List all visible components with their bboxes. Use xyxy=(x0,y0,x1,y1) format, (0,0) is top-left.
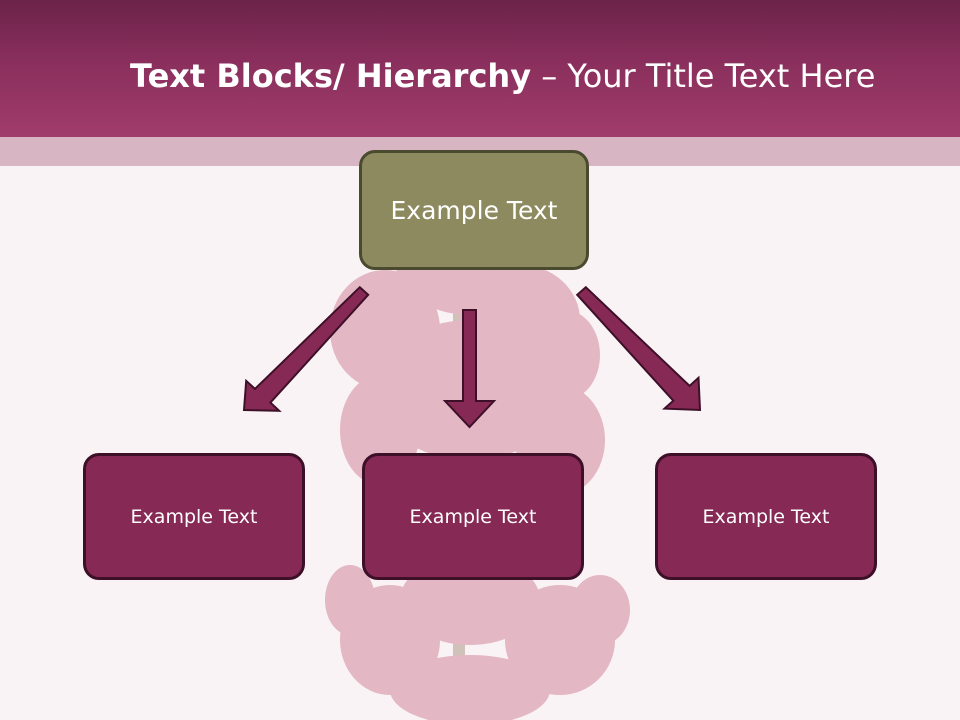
arrow-down-right-icon xyxy=(575,285,702,412)
child-box-label: Example Text xyxy=(130,505,258,528)
slide-title-bold: Text Blocks/ Hierarchy xyxy=(130,57,532,95)
top-level-box-label: Example Text xyxy=(390,195,558,225)
top-level-box: Example Text xyxy=(359,150,589,270)
child-box-label: Example Text xyxy=(409,505,537,528)
child-box-right: Example Text xyxy=(655,453,877,580)
child-box-left: Example Text xyxy=(83,453,305,580)
title-bar: Text Blocks/ Hierarchy – Your Title Text… xyxy=(0,0,960,137)
arrow-down-icon xyxy=(442,309,497,429)
child-box-label: Example Text xyxy=(702,505,830,528)
child-box-middle: Example Text xyxy=(362,453,584,580)
slide-title: Text Blocks/ Hierarchy – Your Title Text… xyxy=(130,52,875,100)
slide-title-rest: – Your Title Text Here xyxy=(531,57,876,95)
arrow-down-left-icon xyxy=(242,285,370,412)
